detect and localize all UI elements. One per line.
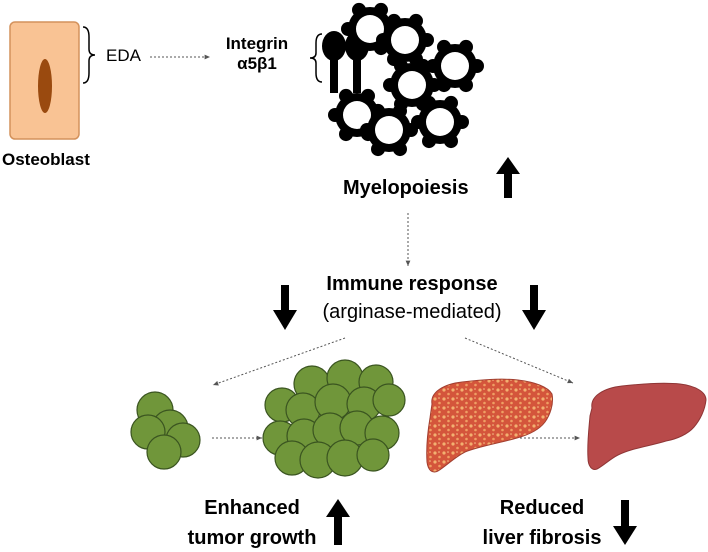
- bracket-right-icon: [309, 33, 323, 83]
- tumor-growth-label: Enhanced tumor growth: [186, 493, 318, 552]
- liver-fibrosis-line2: liver fibrosis: [482, 527, 602, 549]
- myeloid-cell-cluster-icon: [328, 2, 484, 157]
- small-tumor-icon: [130, 391, 201, 470]
- immune-down-arrow-right-icon: [522, 285, 546, 330]
- tumor-growth-line2: tumor growth: [187, 527, 317, 549]
- eda-label: EDA: [106, 46, 141, 65]
- osteoblast-cell-icon: [9, 21, 80, 140]
- healthy-liver-icon: [587, 382, 707, 470]
- immune-down-arrow-left-icon: [273, 285, 297, 330]
- fibrotic-liver-icon: [426, 378, 553, 473]
- arginase-label: (arginase-mediated): [322, 301, 502, 323]
- immune-response-label: Immune response: [326, 273, 498, 295]
- bracket-left-icon: [82, 26, 96, 84]
- immune-tumor-arrow: [212, 337, 346, 386]
- fibrosis-down-arrow-icon: [613, 500, 637, 545]
- immune-liver-arrow: [464, 337, 574, 384]
- liver-fibrosis-label: Reduced liver fibrosis: [474, 493, 610, 552]
- liver-fibrosis-line1: Reduced: [499, 497, 585, 519]
- tumor-growth-line1: Enhanced: [204, 497, 300, 519]
- tumor-up-arrow-icon: [326, 499, 350, 545]
- myelopoiesis-up-arrow-icon: [496, 157, 520, 198]
- osteoblast-label: Osteoblast: [2, 150, 90, 169]
- integrin-label-line1: Integrin: [225, 34, 289, 53]
- integrin-label: Integrin α5β1: [212, 34, 302, 75]
- integrin-label-line2: α5β1: [237, 54, 277, 74]
- myelopoiesis-label: Myelopoiesis: [343, 177, 469, 199]
- large-tumor-icon: [262, 359, 406, 479]
